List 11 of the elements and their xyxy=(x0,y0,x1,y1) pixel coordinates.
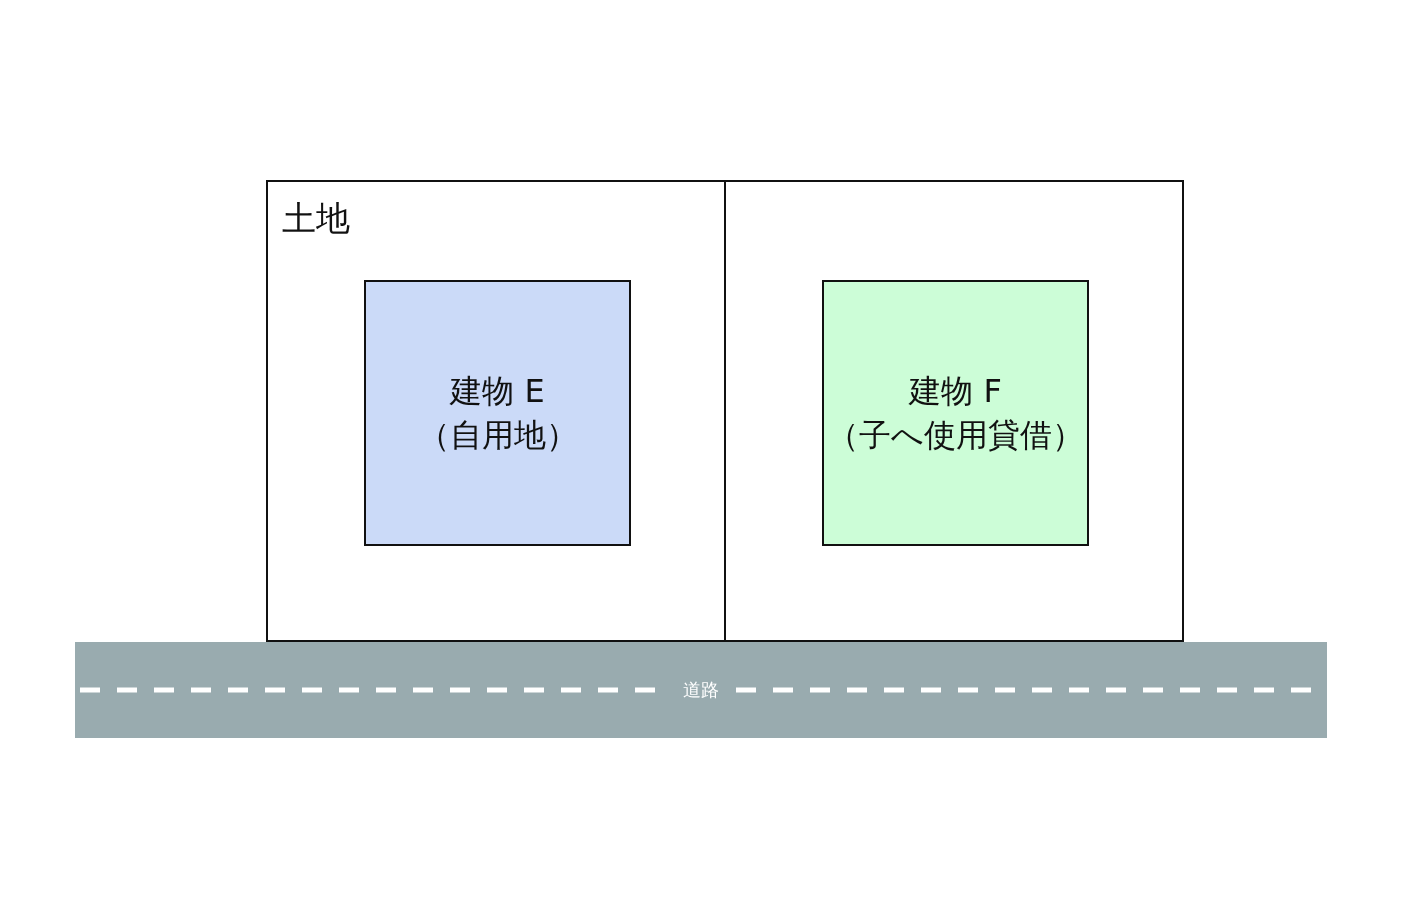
lot-label: 土地 xyxy=(282,197,350,240)
lot-box xyxy=(724,180,1184,642)
building-name: 建物 E xyxy=(450,371,545,412)
building-use: （子へ使用貸借） xyxy=(827,415,1084,456)
road-band xyxy=(75,642,1327,738)
road-label: 道路 xyxy=(683,678,719,702)
lot-box xyxy=(266,180,726,642)
building-use: （自用地） xyxy=(417,415,578,456)
building-name: 建物 F xyxy=(909,371,1002,412)
building-box xyxy=(822,280,1089,546)
building-box xyxy=(364,280,631,546)
